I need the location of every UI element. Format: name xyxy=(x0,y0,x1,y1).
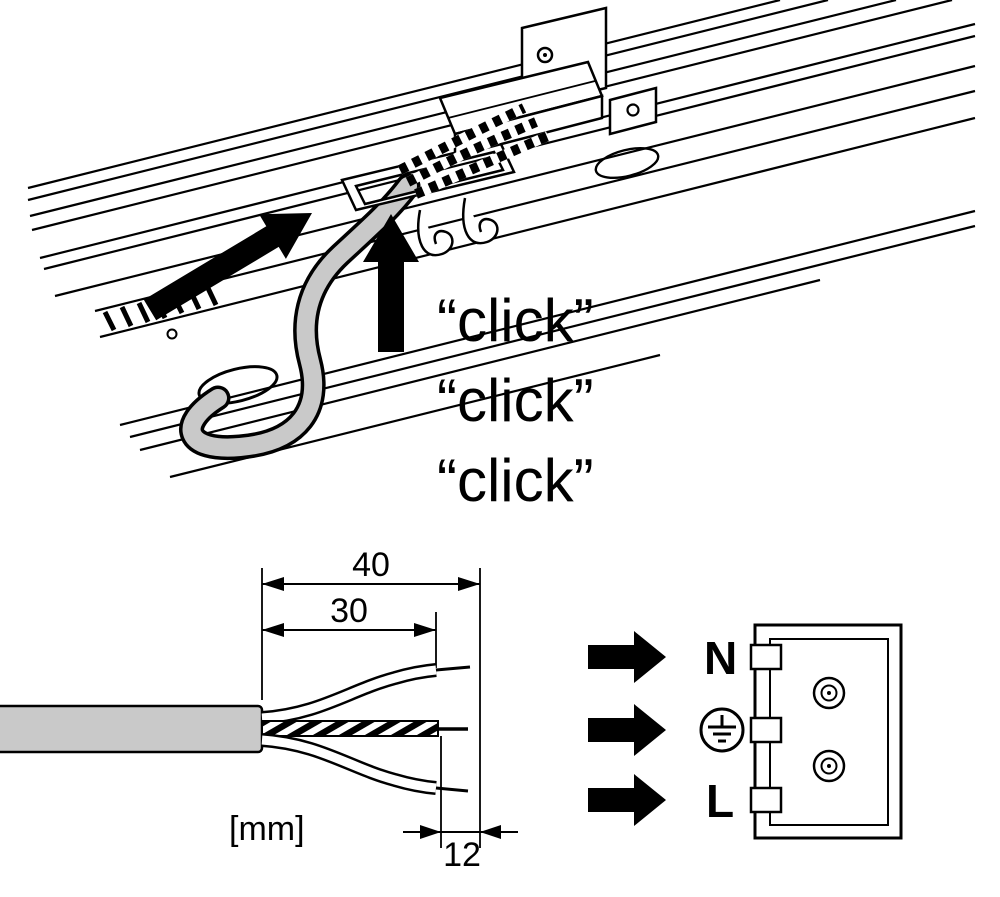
click-label-2: “click” xyxy=(437,367,594,434)
arrow-to-earth-icon xyxy=(588,704,666,756)
terminal-slot-n xyxy=(749,643,783,671)
rail-screw-hole xyxy=(166,328,178,340)
dimension-extension-lines xyxy=(261,568,481,848)
terminal-slot-earth xyxy=(749,716,783,744)
wire-middle-earth xyxy=(261,720,468,737)
unit-label: [mm] xyxy=(229,810,305,848)
neutral-terminal-label: N xyxy=(704,632,737,684)
arrow-to-neutral-icon xyxy=(588,631,666,683)
dimension-40-label: 40 xyxy=(352,546,390,584)
clamp-hook-left xyxy=(417,209,454,257)
wire-top xyxy=(261,663,471,725)
cable-sheath xyxy=(0,704,264,754)
striped-conductors xyxy=(397,103,550,199)
dimension-12-label: 12 xyxy=(443,836,481,874)
slide-direction-arrow-icon xyxy=(143,213,312,321)
dimension-30-label: 30 xyxy=(330,592,368,630)
terminal-screw-bottom xyxy=(812,749,846,783)
wire-top-conductor xyxy=(435,665,471,672)
line-terminal-label: L xyxy=(706,775,734,827)
terminal-slot-l xyxy=(749,786,783,814)
cable-entry-hole xyxy=(197,365,279,405)
click-label-1: “click” xyxy=(437,287,594,354)
rail-knockout-oval xyxy=(594,147,660,179)
click-label-3: “click” xyxy=(437,447,594,514)
wire-bottom xyxy=(261,733,469,795)
arrow-to-line-icon xyxy=(588,774,666,826)
wire-strip-drawing xyxy=(0,568,518,848)
clamp-hook-right xyxy=(462,197,499,245)
dimension-arrowheads xyxy=(262,577,501,839)
wire-bottom-conductor xyxy=(435,786,469,793)
mains-cable-drawing xyxy=(179,173,421,461)
connector-block-drawing xyxy=(397,6,658,199)
terminal-assignment-arrows xyxy=(588,631,666,826)
cable-core xyxy=(182,177,417,457)
side-plate-screw xyxy=(626,103,640,117)
terminal-block-drawing xyxy=(749,623,903,840)
push-up-arrow-icon xyxy=(363,214,419,352)
terminal-screw-top xyxy=(812,676,846,710)
earth-ground-icon xyxy=(699,707,745,753)
